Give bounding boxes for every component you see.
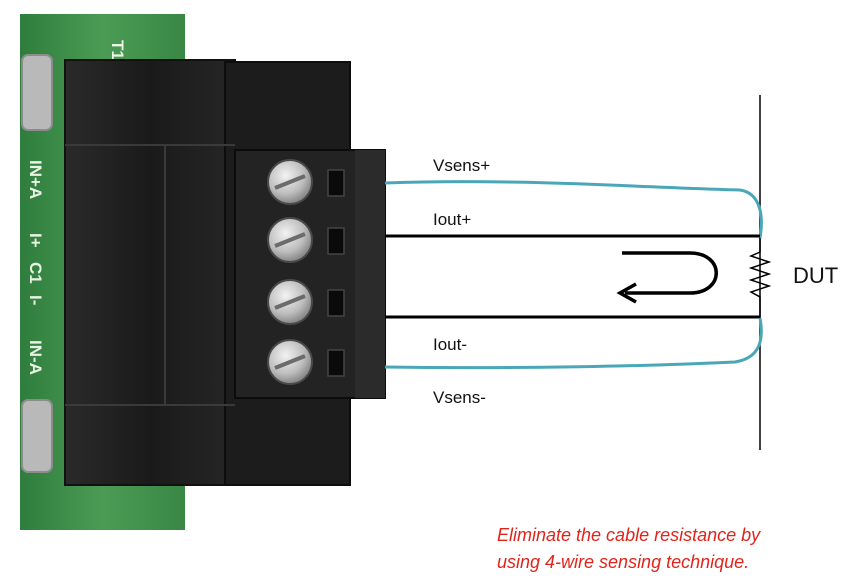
pcb-label-i-plus: I+ [26, 233, 45, 248]
pcb-label-in-minus-a: IN-A [26, 340, 45, 375]
terminal-block-connector [64, 59, 386, 486]
screw-terminal-2 [267, 217, 345, 263]
label-iout-plus: Iout+ [433, 210, 471, 229]
caption: Eliminate the cable resistance by using … [497, 522, 837, 576]
pcb-label-c1: C1 [26, 262, 45, 284]
screw-terminal-4 [267, 339, 345, 385]
label-iout-minus: Iout- [433, 335, 467, 354]
current-loop-arrow [616, 251, 718, 304]
caption-line-2: using 4-wire sensing technique. [497, 552, 750, 572]
label-dut: DUT [793, 263, 838, 288]
wire-vsens-plus [384, 180, 763, 239]
screw-terminal-1 [267, 159, 345, 205]
pcb-label-in-plus-a: IN+A [26, 160, 45, 199]
wire-vsens-minus [384, 317, 763, 370]
label-vsens-minus: Vsens- [433, 388, 486, 407]
solder-pad-top [21, 54, 53, 131]
pcb-label-t1: T1 [108, 40, 127, 60]
solder-pad-bottom [21, 399, 53, 473]
pcb-label-i-minus: I- [26, 295, 45, 305]
dut-resistor-icon [748, 238, 772, 317]
screw-terminal-3 [267, 279, 345, 325]
caption-line-1: Eliminate the cable resistance by [497, 525, 761, 545]
label-vsens-plus: Vsens+ [433, 156, 490, 175]
